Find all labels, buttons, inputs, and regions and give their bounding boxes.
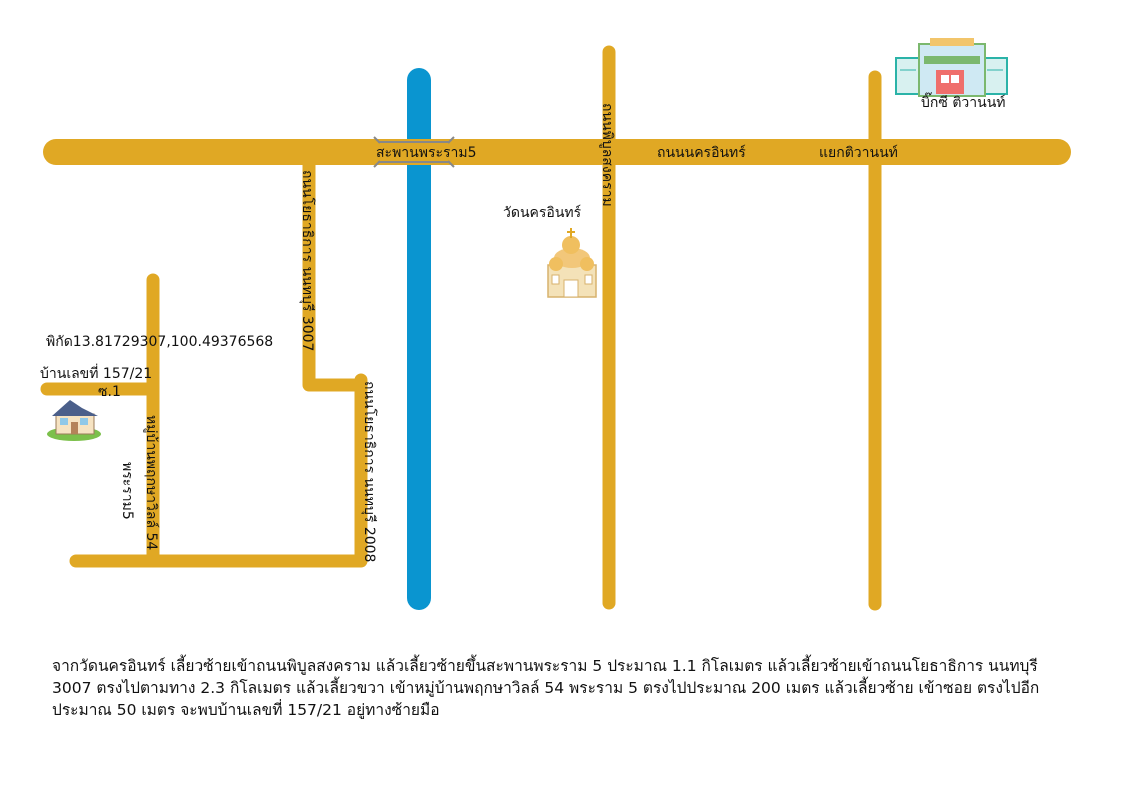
nakhon-in-road-label: ถนนนครอินทร์ xyxy=(657,145,746,161)
bridge-marker xyxy=(373,136,455,168)
house-number-label: บ้านเลขที่ 157/21 xyxy=(40,366,153,382)
road-yothathikan-3007 xyxy=(302,153,368,392)
shopping-mall-icon xyxy=(895,38,1008,97)
road-yothathikan-2008 xyxy=(69,373,368,568)
yothathikan-3007-label: ถนนโยธาธิการ นนทบุรี 3007 xyxy=(299,170,315,352)
temple-icon xyxy=(547,228,597,298)
coordinates-label: พิกัด13.81729307,100.49376568 xyxy=(46,334,274,350)
phibun-road-label: ถนนพิบูลสงคราม xyxy=(599,103,615,207)
soi-label: ซ.1 xyxy=(98,384,121,400)
rama5-label: พระราม5 xyxy=(119,462,135,520)
directions-text: จากวัดนครอินทร์ เลี้ยวซ้ายเข้าถนนพิบูลสง… xyxy=(52,657,1040,719)
temple-label: วัดนครอินทร์ xyxy=(503,205,582,221)
big-c-label: บิ๊กซี ติวานนท์ xyxy=(921,95,1006,111)
yothathikan-2008-label: ถนนโยธาธิการ นนทบุรี 2008 xyxy=(361,381,377,563)
house-icon xyxy=(47,400,101,441)
bridge-label: สะพานพระราม5 xyxy=(376,145,477,161)
village-road-label: หมู่บ้านพฤกษาวิลล์ 54 xyxy=(143,415,159,551)
tiwanon-junction-label: แยกติวานนท์ xyxy=(819,145,898,161)
